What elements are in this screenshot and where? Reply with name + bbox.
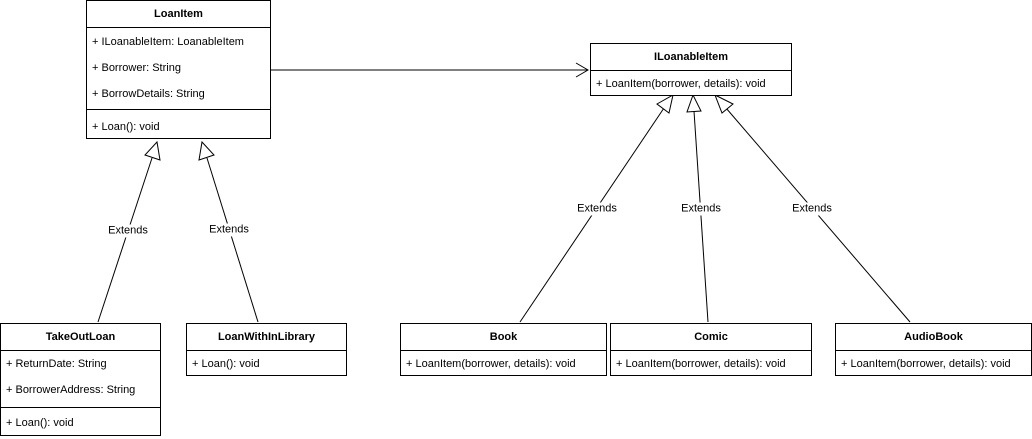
extends-edge-takeoutloan (97, 157, 153, 323)
class-name: LoanItem (87, 1, 270, 28)
class-name: Comic (611, 324, 811, 351)
class-loanwithinlibrary[interactable]: LoanWithInLibrary + Loan(): void (186, 323, 347, 376)
extends-label: Extends (680, 202, 722, 216)
extends-label: Extends (576, 202, 618, 216)
class-audiobook[interactable]: AudioBook + LoanItem(borrower, details):… (835, 323, 1032, 376)
class-name: AudioBook (836, 324, 1031, 351)
inheritance-arrowhead (686, 93, 702, 113)
class-takeoutloan[interactable]: TakeOutLoan + ReturnDate: String + Borro… (0, 323, 161, 436)
method-row: + LoanItem(borrower, details): void (406, 358, 576, 370)
class-name: LoanWithInLibrary (187, 324, 346, 351)
attribute-row: + ReturnDate: String (6, 358, 107, 370)
class-name: ILoanableItem (591, 44, 791, 71)
attribute-row: + ILoanableItem: LoanableItem (92, 36, 244, 48)
attributes-section: + ReturnDate: String + BorrowerAddress: … (1, 351, 160, 408)
inheritance-arrowhead (198, 140, 215, 161)
methods-section: + LoanItem(borrower, details): void (401, 351, 606, 377)
attributes-section: + ILoanableItem: LoanableItem + Borrower… (87, 28, 270, 110)
class-iloanableitem[interactable]: ILoanableItem + LoanItem(borrower, detai… (590, 43, 792, 96)
method-row: + Loan(): void (6, 417, 74, 429)
attribute-row: + Borrower: String (92, 62, 181, 74)
attribute-row: + BorrowDetails: String (92, 88, 205, 100)
methods-section: + LoanItem(borrower, details): void (591, 71, 791, 97)
extends-label: Extends (791, 202, 833, 216)
class-name: TakeOutLoan (1, 324, 160, 351)
methods-section: + Loan(): void (87, 110, 270, 140)
class-comic[interactable]: Comic + LoanItem(borrower, details): voi… (610, 323, 812, 376)
attribute-row: + BorrowerAddress: String (6, 384, 136, 396)
inheritance-arrowhead (656, 94, 674, 114)
methods-section: + LoanItem(borrower, details): void (611, 351, 811, 377)
inheritance-arrowhead (144, 140, 161, 161)
extends-label: Extends (208, 223, 250, 237)
class-loanitem[interactable]: LoanItem + ILoanableItem: LoanableItem +… (86, 0, 271, 139)
methods-section: + LoanItem(borrower, details): void (836, 351, 1031, 377)
extends-edge-loanwithinlibrary (206, 157, 259, 323)
class-book[interactable]: Book + LoanItem(borrower, details): void (400, 323, 607, 376)
method-row: + Loan(): void (192, 358, 260, 370)
extends-edge-comic (693, 110, 709, 323)
methods-section: + Loan(): void (187, 351, 346, 377)
method-row: + LoanItem(borrower, details): void (596, 78, 766, 90)
class-name: Book (401, 324, 606, 351)
method-row: + LoanItem(borrower, details): void (616, 358, 786, 370)
methods-section: + Loan(): void (1, 408, 160, 436)
method-row: + Loan(): void (92, 121, 160, 133)
inheritance-arrowhead (714, 93, 734, 114)
method-row: + LoanItem(borrower, details): void (841, 358, 1011, 370)
extends-label: Extends (107, 224, 149, 238)
open-arrowhead (575, 62, 589, 78)
